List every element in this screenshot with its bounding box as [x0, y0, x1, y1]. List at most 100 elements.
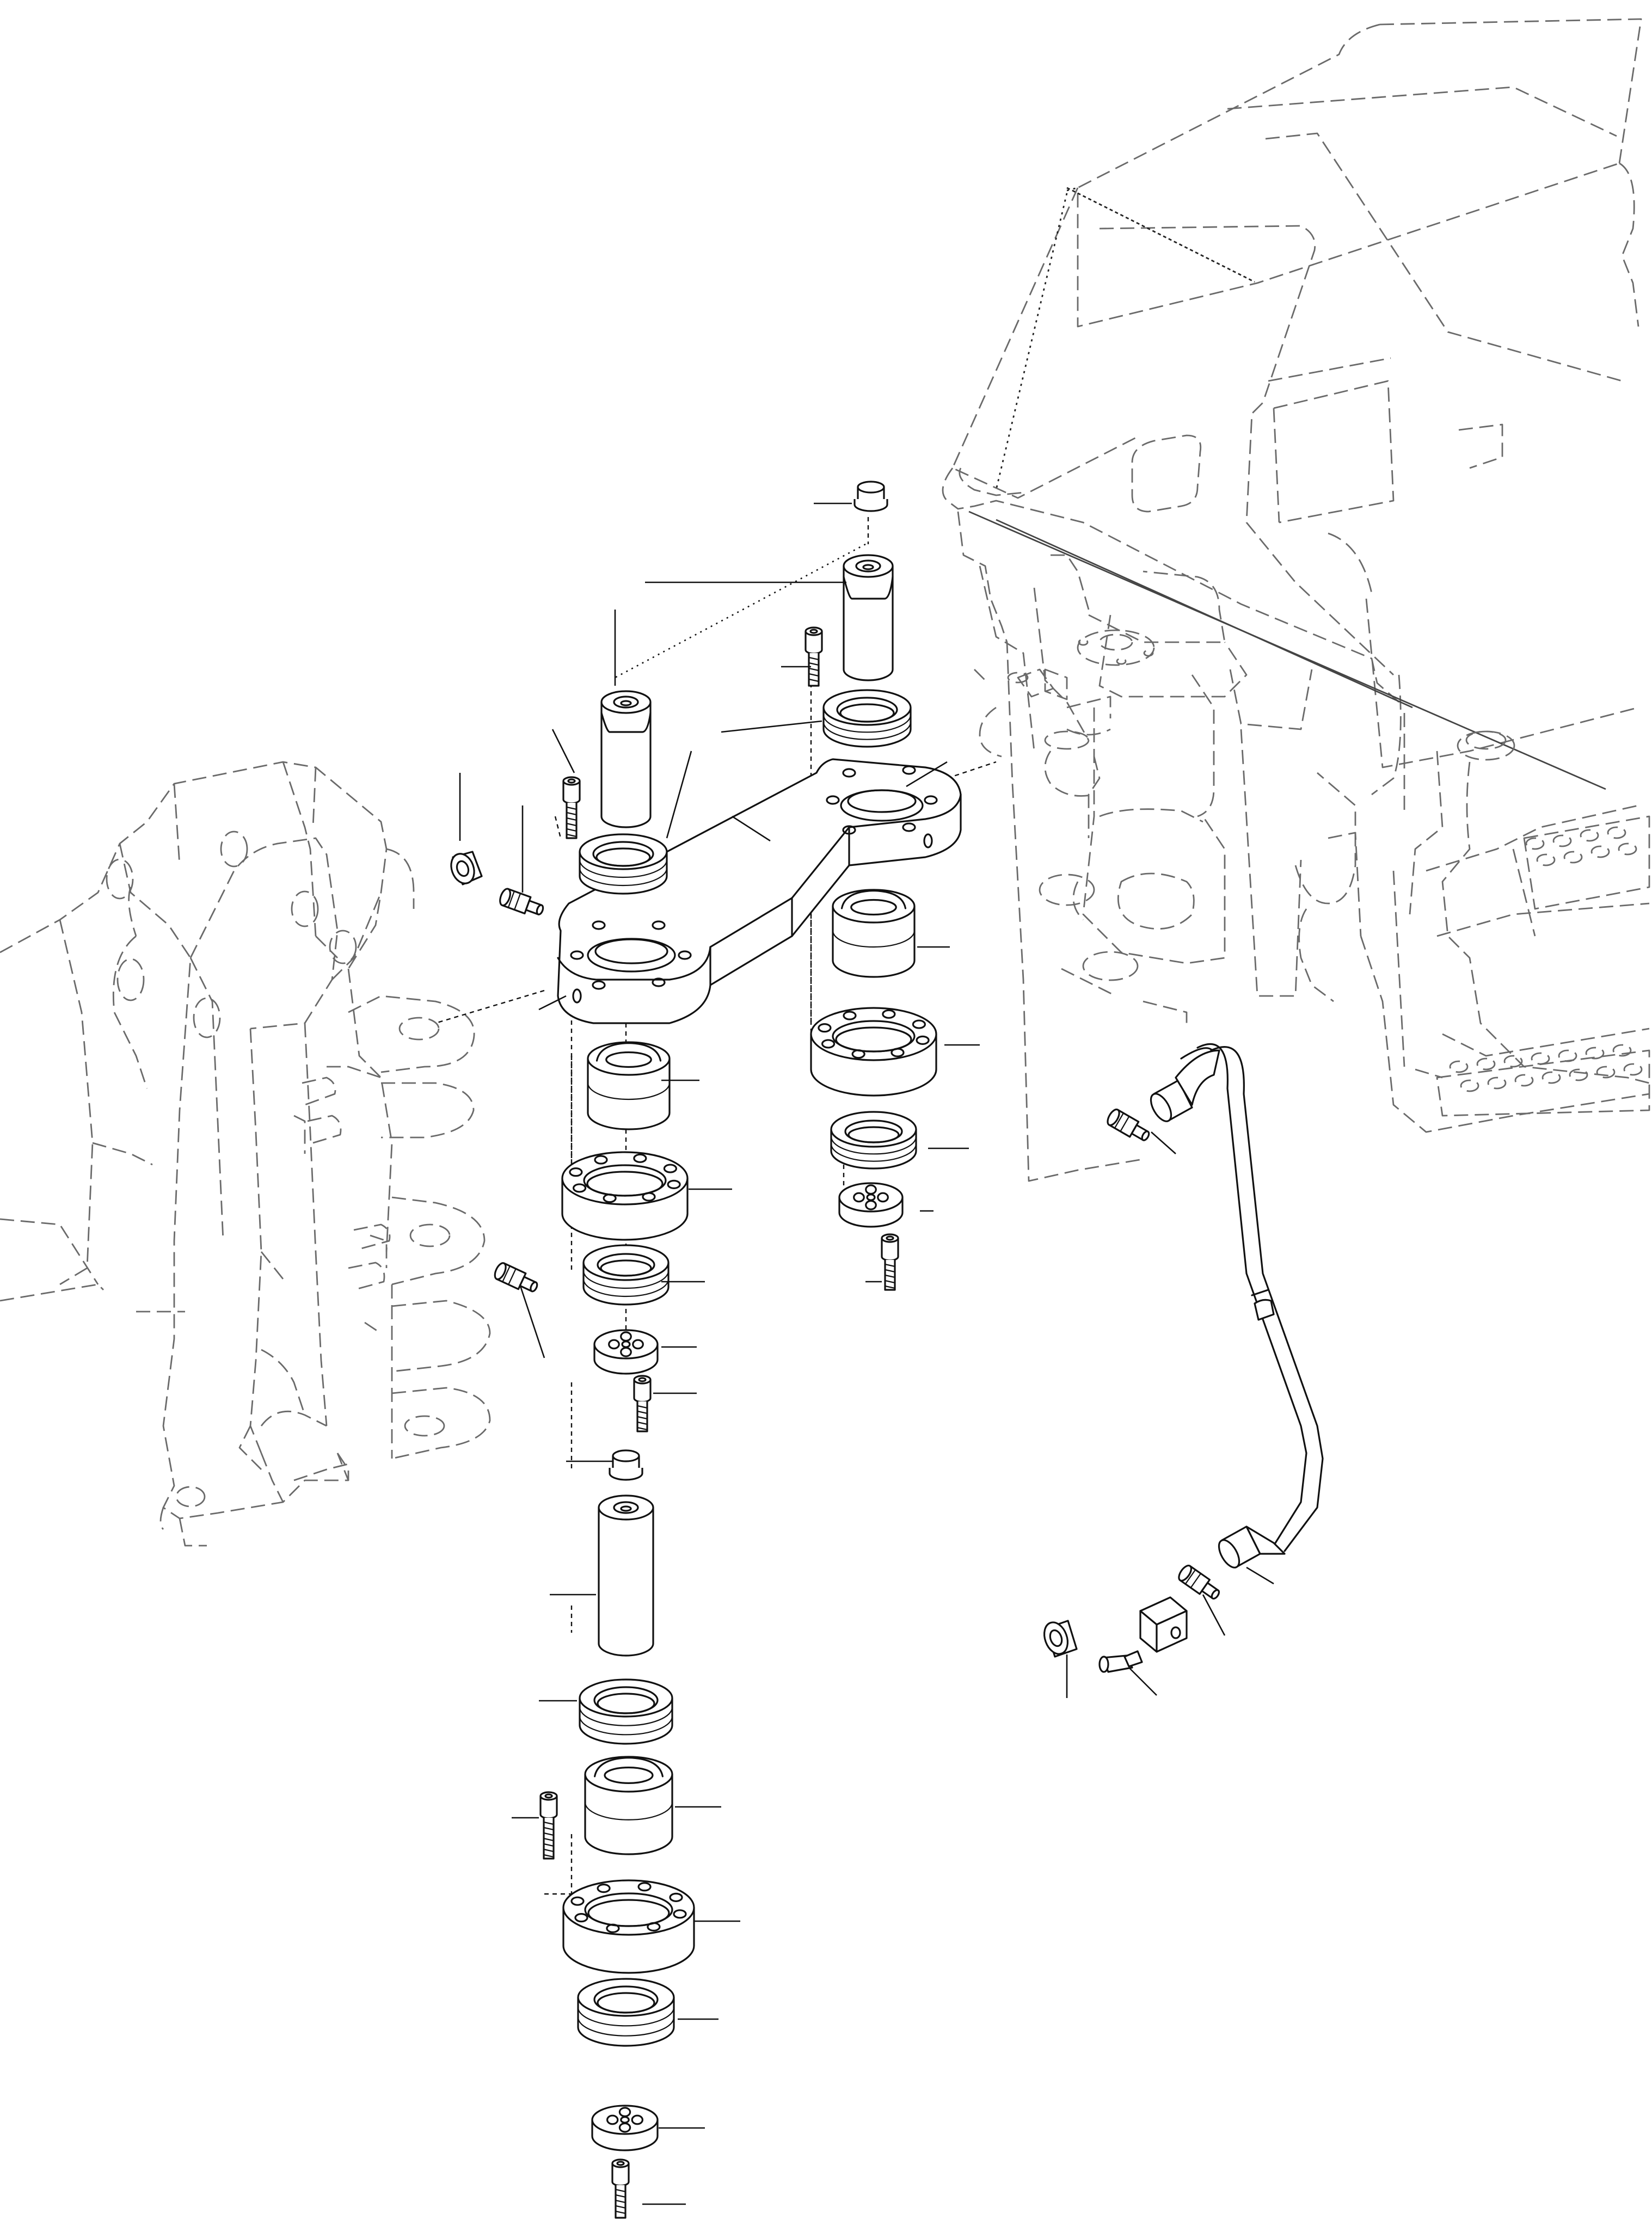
flange-bolt-hole: [570, 1896, 585, 1906]
seal-ring-upper-left: [579, 833, 668, 895]
bolt-hole: [1525, 837, 1545, 850]
arm-bolt-hole: [902, 765, 916, 775]
flange-bolt-hole: [663, 1164, 678, 1173]
flange-bolt-hole: [891, 1048, 905, 1057]
bolt-hole: [1569, 1068, 1588, 1081]
arm-bolt-hole: [652, 920, 666, 930]
bolt-hole: [1590, 845, 1610, 858]
arm-bolt-hole: [652, 977, 666, 987]
flange-bolt-hole: [569, 1167, 583, 1177]
rear-frame-ghost: [942, 18, 1650, 1182]
end-cap-left: [593, 1329, 659, 1375]
hose-end-fitting-upper: [1150, 1049, 1220, 1122]
seal-ring-lower-bottom: [577, 1978, 675, 2047]
arm-bolt-hole: [842, 825, 856, 835]
flange-bolt-hole: [647, 1922, 661, 1932]
flange-bolt-hole: [821, 1039, 836, 1049]
rear-frame-bolt-pattern: [1449, 826, 1643, 1092]
front-frame-pins: [302, 1077, 391, 1291]
lower-plug: [609, 1449, 643, 1481]
cap-screw-bottom: [611, 2158, 630, 2219]
cap-screw-mid-left: [633, 1375, 652, 1432]
flange-bolt-hole: [673, 1909, 687, 1919]
grease-nipple-frame: [494, 1262, 538, 1293]
grease-nipple-hose-lower: [1178, 1565, 1220, 1600]
bolt-hole: [1623, 1063, 1643, 1076]
hose-end-fitting-lower: [1218, 1526, 1286, 1568]
flange-bolt-hole: [572, 1183, 587, 1193]
bolt-hole: [1503, 1055, 1523, 1068]
bolt-hole: [1542, 1071, 1561, 1084]
arm-bolt-hole: [678, 950, 692, 960]
callout-leader-lines: [459, 502, 1274, 2205]
cap-screw-upper-right: [804, 626, 823, 687]
leader-line: [551, 729, 575, 773]
flange-bolt-hole: [916, 1035, 930, 1045]
arm-bolt-hole: [592, 980, 606, 990]
bolt-hole: [1580, 829, 1599, 842]
spherical-bearing-right: [832, 889, 916, 978]
flange-bolt-hole: [574, 1913, 588, 1923]
leader-line: [1202, 1594, 1226, 1636]
leader-line: [1151, 1131, 1176, 1154]
spherical-bearing-left: [587, 1041, 671, 1130]
grease-junction-block: [1139, 1596, 1188, 1653]
flange-bolt-hole: [597, 1884, 611, 1893]
bolt-hole: [1563, 851, 1583, 864]
front-frame-ghost: [0, 761, 491, 1547]
leader-line: [538, 995, 567, 1011]
flange-bolt-hole: [603, 1194, 617, 1203]
bolt-hole: [1596, 1066, 1616, 1079]
bolt-hole: [1612, 1044, 1632, 1057]
bolt-hole: [1514, 1074, 1534, 1087]
bearing-housing-lower: [562, 1879, 695, 1974]
rear-frame-detail: [968, 187, 1650, 1117]
seal-ring-lower-right: [830, 1111, 917, 1170]
flange-bolt-hole: [633, 1153, 647, 1163]
arm-bolt-hole: [570, 950, 584, 960]
flange-bolt-hole: [606, 1923, 620, 1933]
end-cap-lower: [591, 2105, 659, 2151]
flange-bolt-hole: [882, 1009, 896, 1019]
grease-hose: [1180, 1043, 1324, 1552]
flange-bolt-hole: [669, 1892, 683, 1902]
leader-line: [666, 751, 692, 839]
arm-bolt-hole: [902, 822, 916, 832]
bolt-hole: [1536, 853, 1556, 866]
seal-ring-mid-left: [582, 1244, 670, 1306]
bolt-hole: [1531, 1052, 1550, 1065]
grease-elbow-fitting: [1098, 1650, 1143, 1673]
flange-bolt-hole: [851, 1049, 865, 1059]
upper-pin-left: [600, 690, 652, 828]
grease-bushing-left: [450, 851, 483, 885]
flange-bolt-hole: [594, 1155, 608, 1165]
seal-ring-upper-right: [822, 689, 912, 748]
top-plug: [853, 481, 888, 512]
flange-bolt-hole: [843, 1011, 857, 1020]
arm-bolt-hole: [826, 795, 840, 805]
cap-screw-upper-left: [562, 776, 581, 839]
lower-pin: [598, 1494, 654, 1657]
upper-pin-right: [843, 554, 894, 681]
arm-bolt-hole: [842, 768, 856, 778]
bolt-hole: [1476, 1057, 1496, 1071]
frame-pin-ghost: [1017, 668, 1054, 698]
arm-bolt-hole: [924, 795, 938, 805]
flange-bolt-hole: [642, 1192, 656, 1202]
spherical-bearing-lower: [584, 1756, 673, 1855]
bolt-hole: [1449, 1060, 1469, 1073]
bolt-hole: [1585, 1047, 1605, 1060]
flange-bolt-hole: [667, 1179, 681, 1189]
bolt-hole: [1552, 834, 1572, 847]
cap-screw-lower-left: [539, 1791, 558, 1860]
bolt-hole: [1607, 826, 1626, 839]
seal-ring-lower-top: [579, 1678, 673, 1745]
bolt-hole: [1618, 842, 1637, 856]
grease-bushing-lower: [1043, 1620, 1078, 1658]
steering-link-arm: [557, 758, 962, 1024]
bearing-housing-right: [810, 1007, 937, 1097]
leader-line: [721, 720, 822, 733]
grease-nipple-arm: [499, 888, 544, 915]
